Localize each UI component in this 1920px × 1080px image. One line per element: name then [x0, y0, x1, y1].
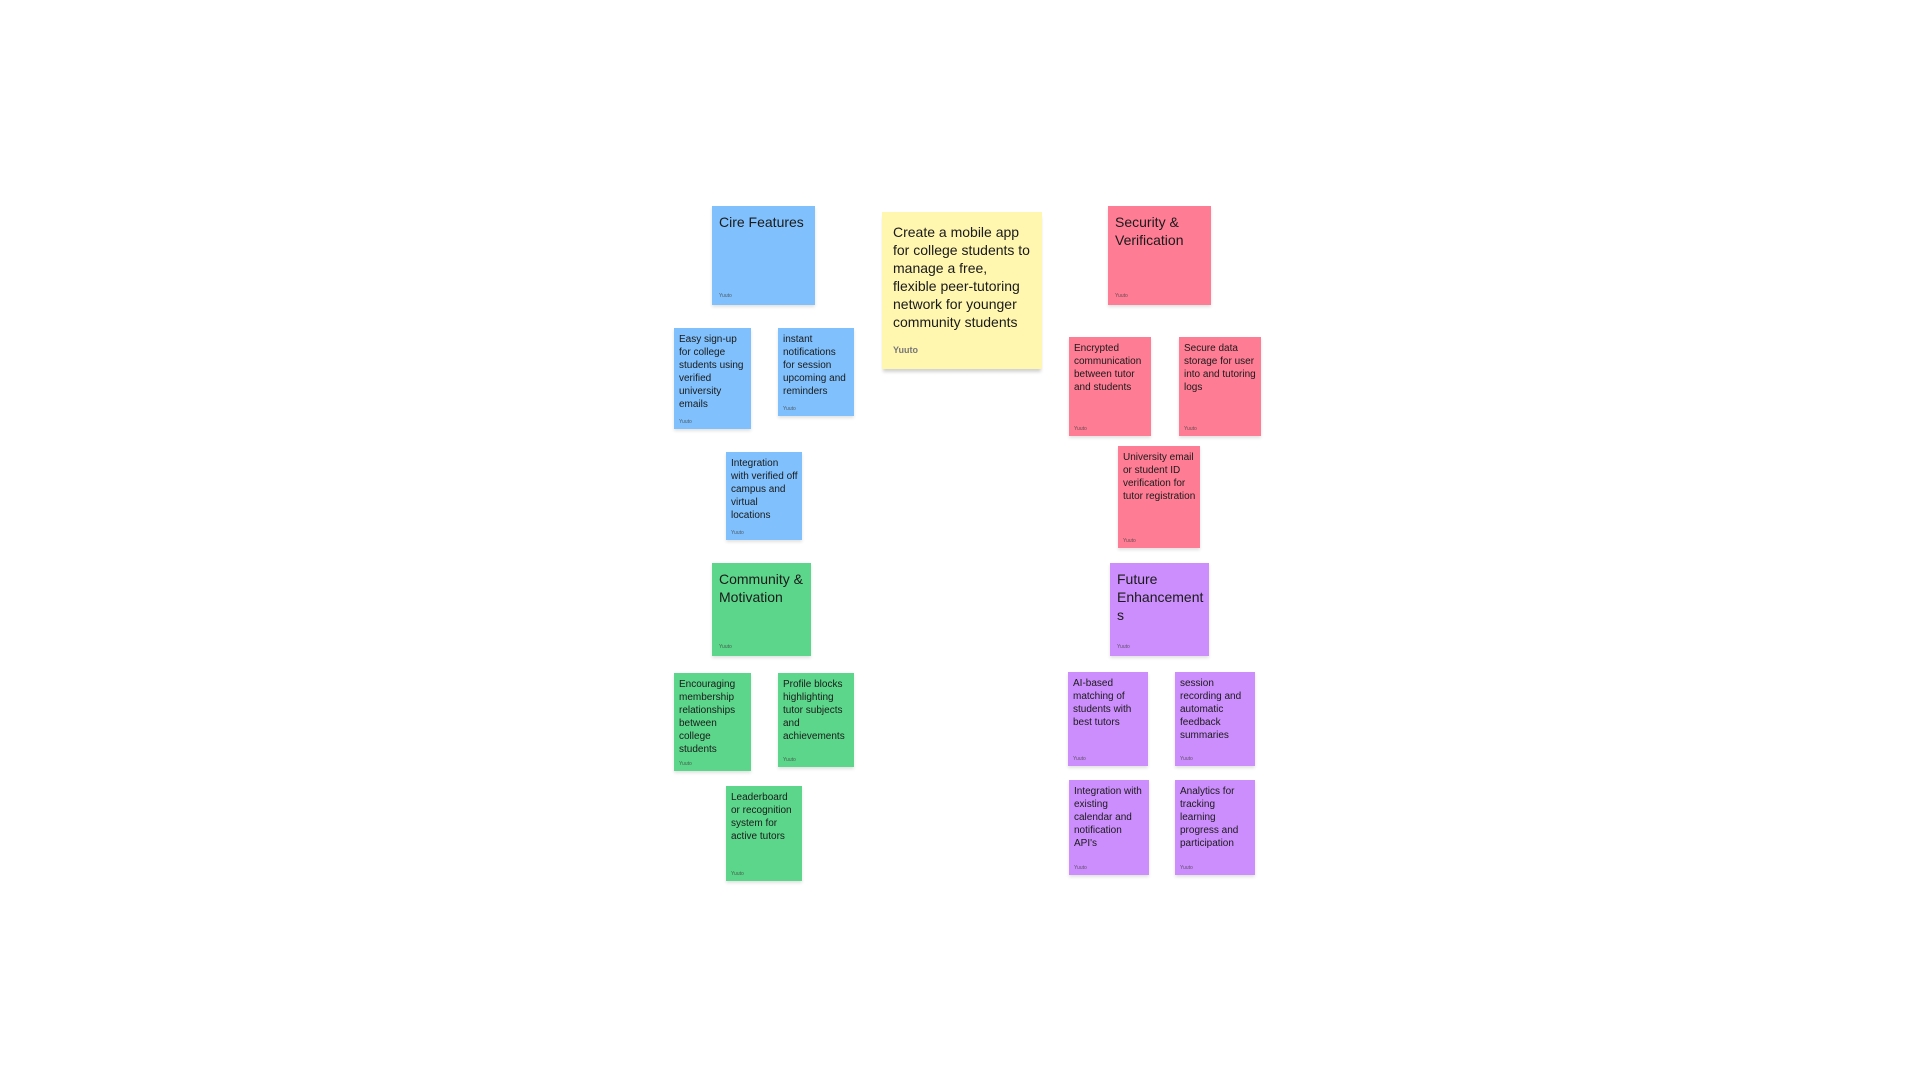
sticky-note-author: Yuuto — [731, 871, 744, 877]
sticky-note-future-enhancements[interactable]: Future Enhancements Yuuto — [1110, 563, 1209, 656]
sticky-note-id-verification[interactable]: University email or student ID verificat… — [1118, 446, 1200, 548]
sticky-note-instant-notifications[interactable]: instant notifications for session upcomi… — [778, 328, 854, 416]
sticky-note-text: Leaderboard or recognition system for ac… — [731, 792, 792, 842]
sticky-note-author: Yuuto — [1180, 756, 1193, 762]
sticky-note-text: Analytics for tracking learning progress… — [1180, 786, 1239, 849]
sticky-note-text: Cire Features — [719, 214, 804, 230]
sticky-note-text: AI-based matching of students with best … — [1073, 678, 1132, 728]
sticky-note-text: instant notifications for session upcomi… — [783, 334, 846, 397]
sticky-note-ai-matching[interactable]: AI-based matching of students with best … — [1068, 672, 1148, 766]
sticky-note-text: Encrypted communication between tutor an… — [1074, 343, 1142, 393]
sticky-note-membership[interactable]: Encouraging membership relationships bet… — [674, 673, 751, 771]
sticky-note-community-motivation[interactable]: Community & Motivation Yuuto — [712, 563, 811, 656]
sticky-note-author: Yuuto — [719, 293, 732, 299]
sticky-note-text: Encouraging membership relationships bet… — [679, 679, 736, 755]
sticky-note-author: Yuuto — [1117, 644, 1130, 650]
sticky-note-author: Yuuto — [1115, 293, 1128, 299]
sticky-note-author: Yuuto — [893, 345, 918, 355]
sticky-note-session-recording[interactable]: session recording and automatic feedback… — [1175, 672, 1255, 766]
sticky-note-text: Integration with existing calendar and n… — [1074, 786, 1142, 849]
sticky-note-easy-signup[interactable]: Easy sign-up for college students using … — [674, 328, 751, 429]
sticky-note-author: Yuuto — [1123, 538, 1136, 544]
sticky-note-analytics[interactable]: Analytics for tracking learning progress… — [1175, 780, 1255, 875]
sticky-note-author: Yuuto — [1184, 426, 1197, 432]
sticky-note-author: Yuuto — [1180, 865, 1193, 871]
sticky-note-author: Yuuto — [1074, 426, 1087, 432]
sticky-note-text: Create a mobile app for college students… — [893, 224, 1030, 330]
sticky-note-profile-blocks[interactable]: Profile blocks highlighting tutor subjec… — [778, 673, 854, 767]
sticky-note-text: session recording and automatic feedback… — [1180, 678, 1242, 741]
sticky-note-leaderboard[interactable]: Leaderboard or recognition system for ac… — [726, 786, 802, 881]
sticky-note-main-goal[interactable]: Create a mobile app for college students… — [882, 212, 1042, 369]
sticky-note-author: Yuuto — [1073, 756, 1086, 762]
sticky-note-text: Secure data storage for user into and tu… — [1184, 343, 1256, 393]
sticky-note-integration-locations[interactable]: Integration with verified off campus and… — [726, 452, 802, 540]
sticky-note-calendar-integration[interactable]: Integration with existing calendar and n… — [1069, 780, 1149, 875]
sticky-note-text: University email or student ID verificat… — [1123, 452, 1196, 502]
sticky-note-author: Yuuto — [679, 761, 692, 767]
sticky-note-author: Yuuto — [783, 406, 796, 412]
sticky-note-text: Security & Verification — [1115, 214, 1184, 248]
sticky-note-security-verification[interactable]: Security & Verification Yuuto — [1108, 206, 1211, 305]
sticky-note-text: Community & Motivation — [719, 571, 804, 605]
sticky-note-text: Easy sign-up for college students using … — [679, 334, 744, 410]
sticky-note-author: Yuuto — [783, 757, 796, 763]
sticky-note-encrypted-communication[interactable]: Encrypted communication between tutor an… — [1069, 337, 1151, 436]
sticky-note-author: Yuuto — [679, 419, 692, 425]
sticky-note-core-features[interactable]: Cire Features Yuuto — [712, 206, 815, 305]
sticky-note-author: Yuuto — [731, 530, 744, 536]
sticky-note-text: Profile blocks highlighting tutor subjec… — [783, 679, 845, 742]
sticky-note-author: Yuuto — [1074, 865, 1087, 871]
sticky-note-secure-storage[interactable]: Secure data storage for user into and tu… — [1179, 337, 1261, 436]
sticky-note-text: Future Enhancements — [1117, 571, 1204, 623]
sticky-note-text: Integration with verified off campus and… — [731, 458, 798, 521]
sticky-note-author: Yuuto — [719, 644, 732, 650]
